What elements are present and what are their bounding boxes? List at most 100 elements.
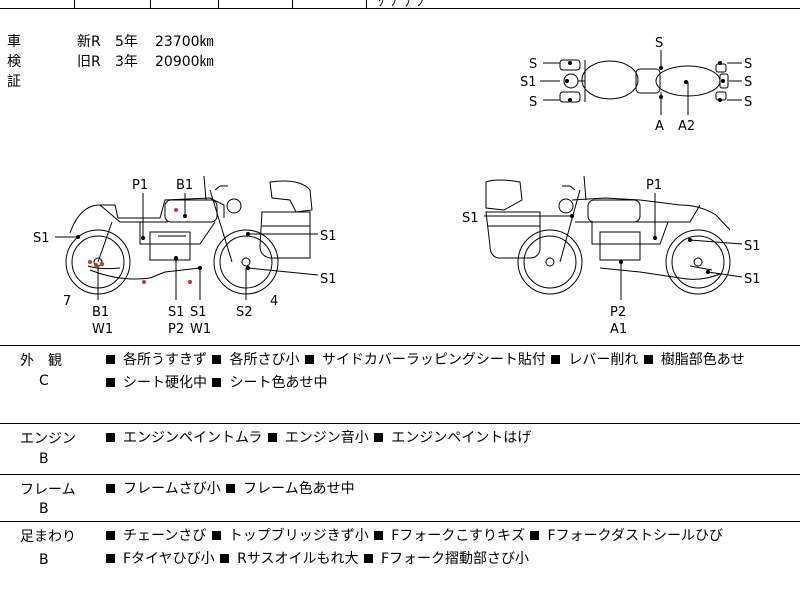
column-divider <box>150 0 151 8</box>
section-name: 足まわり <box>20 529 76 545</box>
column-divider <box>218 0 219 8</box>
section-items: チェーンさび トップブリッジきず小 Fフォークこすりキズ Fフォークダストシール… <box>105 525 795 571</box>
section-name: 外 観 <box>20 353 62 369</box>
section-name: フレーム <box>20 482 76 498</box>
bullet-square-icon <box>304 355 314 364</box>
motorcycle-right-view <box>485 175 731 295</box>
condition-item: Fフォークダストシールひび <box>529 528 723 544</box>
condition-item: フレームさび小 <box>105 481 221 497</box>
leader-lines-left <box>55 193 319 300</box>
bullet-square-icon <box>212 355 222 364</box>
bullet-square-icon <box>374 433 384 442</box>
section-items: 各所うすきず 各所さび小 サイドカバーラッピングシート貼付 レバー削れ 樹脂部色… <box>105 349 795 395</box>
label-left-b1: B1 <box>92 305 109 320</box>
condition-item: シート硬化中 <box>105 375 207 391</box>
label-left-s1: S1 <box>320 229 337 244</box>
inspection-row-old: 旧R 3年 20900㎞ <box>77 52 214 72</box>
inspection-kind: 旧R <box>77 54 101 70</box>
damage-dots-top <box>565 61 725 102</box>
condition-item: シート色あせ中 <box>211 375 327 391</box>
bullet-square-icon <box>530 531 540 540</box>
column-divider <box>292 0 293 8</box>
header-row-fragment: ｸﾞﾉﾞﾌﾟﾝ <box>0 0 800 10</box>
leader-lines-right <box>484 193 743 300</box>
label-left-b1: B1 <box>176 178 193 193</box>
column-divider <box>366 0 367 8</box>
condition-table: 外 観 C 各所うすきず 各所さび小 サイドカバーラッピングシート貼付 レバー削… <box>0 345 800 601</box>
label-top-s: S <box>744 75 752 90</box>
label-right-p1: P1 <box>646 178 662 193</box>
label-top-s: S <box>655 36 663 51</box>
damage-dots-right <box>570 214 710 274</box>
label-left-s1: S1 <box>320 272 337 287</box>
bullet-square-icon <box>106 378 115 387</box>
bullet-square-icon <box>106 484 115 493</box>
condition-item: Fフォークこすりキズ <box>373 528 525 544</box>
label-left-p1: P1 <box>132 178 148 193</box>
condition-item: チェーンさび <box>105 528 206 544</box>
label-top-s: S <box>744 95 752 110</box>
section-grade: B <box>39 552 49 568</box>
bullet-square-icon <box>211 531 221 540</box>
bullet-square-icon <box>106 531 115 540</box>
condition-item: 樹脂部色あせ <box>643 352 745 368</box>
section-items: フレームさび小 フレーム色あせ中 <box>105 478 795 501</box>
condition-item: トップブリッジきず小 <box>211 528 369 544</box>
bullet-square-icon <box>106 433 115 442</box>
label-right-p2: P2 <box>610 305 626 320</box>
label-right-s1: S1 <box>744 239 761 254</box>
bullet-square-icon <box>643 355 653 364</box>
label-right-a1: A1 <box>610 322 627 337</box>
label-left-w1: W1 <box>92 322 113 337</box>
label-top-a: A <box>655 119 664 134</box>
bullet-square-icon <box>374 531 384 540</box>
label-left-s1: S1 <box>168 305 185 320</box>
label-left-w1: W1 <box>190 322 211 337</box>
inspection-km: 23700㎞ <box>155 34 214 50</box>
condition-item: 各所うすきず <box>105 352 207 368</box>
section-name: エンジン <box>20 431 76 447</box>
condition-item: Fタイヤひび小 <box>105 551 215 567</box>
label-left-4: 4 <box>270 294 278 309</box>
condition-item: エンジンペイントはげ <box>373 430 531 446</box>
inspection-years: 3年 <box>115 54 138 70</box>
inspection-label: 車検証 <box>7 34 21 90</box>
inspection-kind: 新R <box>77 34 101 50</box>
condition-item: サイドカバーラッピングシート貼付 <box>304 352 546 368</box>
section-grade: C <box>39 373 49 389</box>
motorcycle-left-view <box>65 175 313 295</box>
label-left-7: 7 <box>63 294 71 309</box>
section-frame: フレーム B フレームさび小 フレーム色あせ中 <box>0 475 800 522</box>
section-exterior: 外 観 C 各所うすきず 各所さび小 サイドカバーラッピングシート貼付 レバー削… <box>0 346 800 424</box>
damage-diagram: S S1 S S A A2 S S S <box>33 36 761 337</box>
inspection-km: 20900㎞ <box>155 54 214 70</box>
label-left-s2: S2 <box>236 305 253 320</box>
label-top-s1: S1 <box>520 75 537 90</box>
section-suspension: 足まわり B チェーンさび トップブリッジきず小 Fフォークこすりキズ Fフォー… <box>0 522 800 600</box>
label-left-s1: S1 <box>190 305 207 320</box>
condition-item: 各所さび小 <box>211 352 299 368</box>
bullet-square-icon <box>364 554 373 563</box>
damage-marks-red <box>88 208 192 284</box>
condition-item: エンジン音小 <box>267 430 369 446</box>
bullet-square-icon <box>226 484 236 493</box>
section-items: エンジンペイントムラ エンジン音小 エンジンペイントはげ <box>105 427 795 450</box>
condition-item: エンジンペイントムラ <box>105 430 262 446</box>
label-top-s: S <box>744 57 752 72</box>
column-divider <box>74 0 75 8</box>
label-right-s1: S1 <box>744 272 761 287</box>
condition-item: Rサスオイルもれ大 <box>219 551 359 567</box>
bullet-square-icon <box>551 355 561 364</box>
section-grade: B <box>39 501 49 517</box>
label-left-s1: S1 <box>33 231 50 246</box>
condition-item: フレーム色あせ中 <box>225 481 355 497</box>
section-grade: B <box>39 451 49 467</box>
bullet-square-icon <box>220 554 230 563</box>
inspection-row-new: 新R 5年 23700㎞ <box>77 32 214 52</box>
header-fragment-text: ｸﾞﾉﾞﾌﾟﾝ <box>378 0 424 10</box>
label-right-s1: S1 <box>462 211 479 226</box>
inspection-years: 5年 <box>115 34 138 50</box>
bullet-square-icon <box>106 554 115 563</box>
label-left-p2: P2 <box>168 322 184 337</box>
label-top-a2: A2 <box>678 119 695 134</box>
